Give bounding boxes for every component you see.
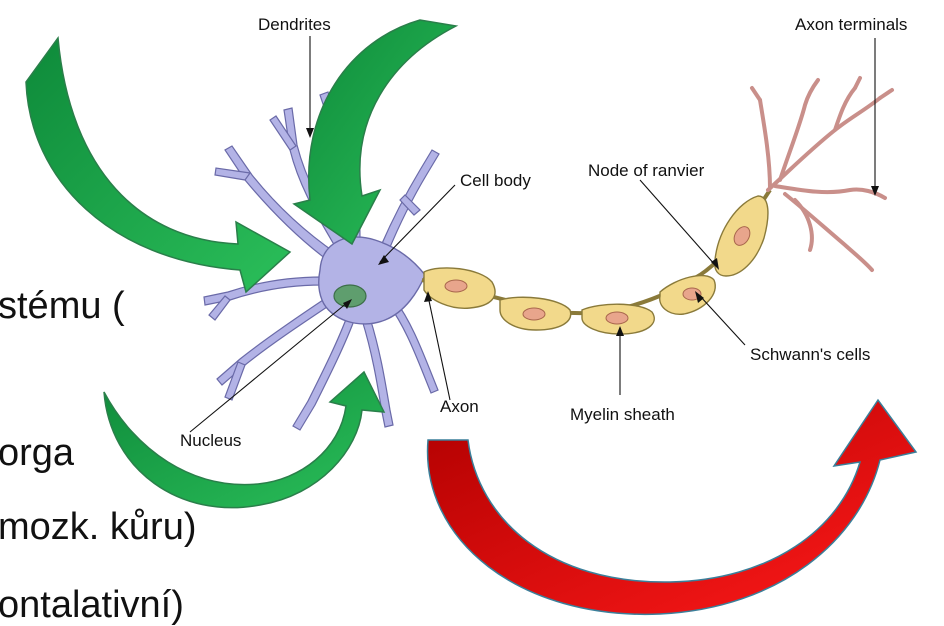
nucleus [334, 285, 366, 307]
label-schwanns-cells: Schwann's cells [750, 345, 870, 364]
label-nucleus: Nucleus [180, 431, 241, 450]
label-cell-body: Cell body [460, 171, 531, 190]
label-myelin-sheath: Myelin sheath [570, 405, 675, 424]
label-axon-terminals: Axon terminals [795, 15, 907, 34]
label-node-of-ranvier: Node of ranvier [588, 161, 705, 180]
label-axon: Axon [440, 397, 479, 416]
label-dendrites: Dendrites [258, 15, 331, 34]
